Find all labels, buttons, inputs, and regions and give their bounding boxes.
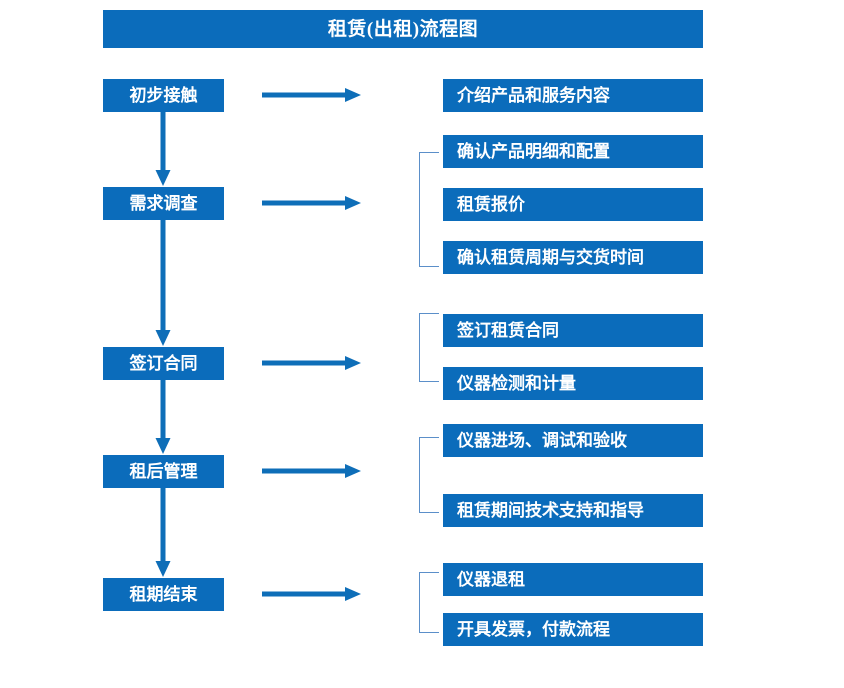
detail-label-8: 租赁期间技术支持和指导 — [457, 501, 644, 520]
horizontal-arrow-3 — [262, 356, 362, 370]
detail-box-9[interactable]: 仪器退租 — [443, 563, 703, 596]
horizontal-arrow-2 — [262, 196, 362, 210]
detail-label-4: 确认租赁周期与交货时间 — [457, 248, 644, 267]
detail-box-6[interactable]: 仪器检测和计量 — [443, 367, 703, 400]
vertical-arrow-3 — [155, 380, 171, 455]
stage-label-3: 签订合同 — [129, 354, 198, 373]
detail-box-7[interactable]: 仪器进场、调试和验收 — [443, 424, 703, 457]
detail-label-2: 确认产品明细和配置 — [457, 142, 610, 161]
stage-box-5[interactable]: 租期结束 — [103, 578, 224, 611]
vertical-arrow-1 — [155, 112, 171, 187]
detail-label-1: 介绍产品和服务内容 — [457, 86, 610, 105]
detail-label-10: 开具发票，付款流程 — [457, 620, 610, 639]
stage-label-4: 租后管理 — [129, 462, 198, 481]
detail-label-5: 签订租赁合同 — [457, 321, 559, 340]
vertical-arrow-4 — [155, 488, 171, 578]
detail-box-8[interactable]: 租赁期间技术支持和指导 — [443, 494, 703, 527]
stage-box-2[interactable]: 需求调查 — [103, 187, 224, 220]
stage-box-1[interactable]: 初步接触 — [103, 79, 224, 112]
detail-label-9: 仪器退租 — [457, 570, 525, 589]
stage-box-4[interactable]: 租后管理 — [103, 455, 224, 488]
detail-label-6: 仪器检测和计量 — [457, 374, 576, 393]
group-bracket-5 — [419, 572, 439, 633]
detail-box-10[interactable]: 开具发票，付款流程 — [443, 613, 703, 646]
stage-label-1: 初步接触 — [129, 86, 198, 105]
detail-label-7: 仪器进场、调试和验收 — [457, 431, 627, 450]
vertical-arrow-2 — [155, 220, 171, 347]
stage-label-5: 租期结束 — [129, 585, 198, 604]
detail-box-2[interactable]: 确认产品明细和配置 — [443, 135, 703, 168]
group-bracket-3 — [419, 313, 439, 382]
chart-title-banner: 租赁(出租)流程图 — [103, 10, 703, 48]
chart-title: 租赁(出租)流程图 — [327, 18, 479, 40]
detail-box-5[interactable]: 签订租赁合同 — [443, 314, 703, 347]
detail-box-3[interactable]: 租赁报价 — [443, 188, 703, 221]
detail-label-3: 租赁报价 — [457, 195, 525, 214]
horizontal-arrow-1 — [262, 88, 362, 102]
group-bracket-2 — [419, 152, 439, 267]
stage-label-2: 需求调查 — [129, 194, 198, 213]
group-bracket-4 — [419, 437, 439, 513]
detail-box-1[interactable]: 介绍产品和服务内容 — [443, 79, 703, 112]
stage-box-3[interactable]: 签订合同 — [103, 347, 224, 380]
horizontal-arrow-5 — [262, 587, 362, 601]
horizontal-arrow-4 — [262, 464, 362, 478]
detail-box-4[interactable]: 确认租赁周期与交货时间 — [443, 241, 703, 274]
